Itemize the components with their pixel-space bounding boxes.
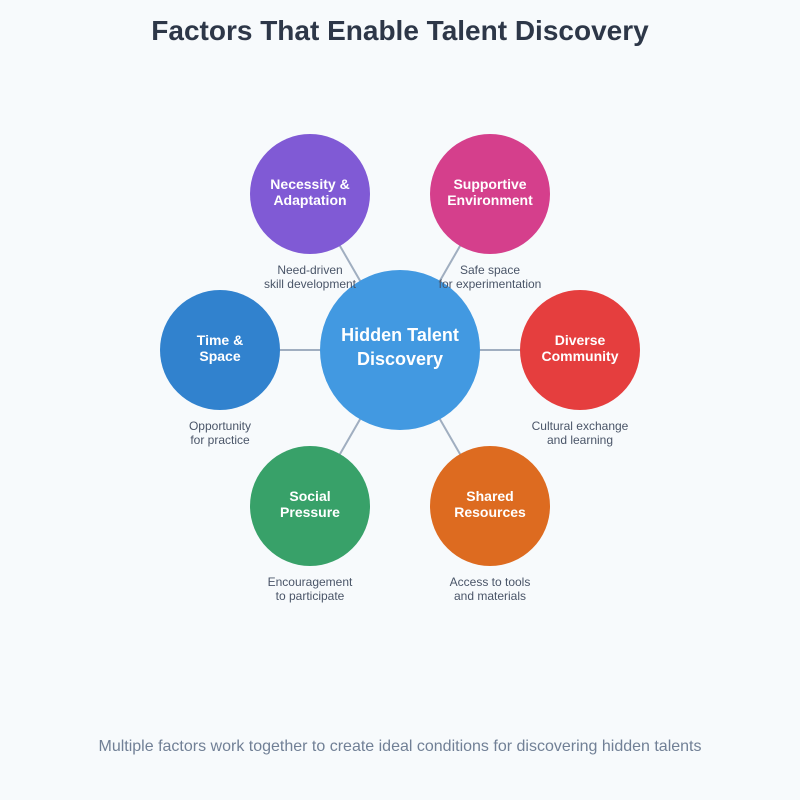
factor-description: and learning <box>547 433 613 447</box>
factor-description: for practice <box>190 433 250 447</box>
factor-label: Supportive <box>453 176 526 192</box>
factor-label: Environment <box>447 192 533 208</box>
factor-circle <box>430 446 550 566</box>
factor-description: to participate <box>276 589 345 603</box>
factor-description: Need-driven <box>277 263 342 277</box>
footer-caption: Multiple factors work together to create… <box>99 738 702 755</box>
factor-label: Time & <box>197 332 243 348</box>
factor-label: Space <box>199 348 240 364</box>
factor-label: Necessity & <box>270 176 349 192</box>
center-circle <box>320 270 480 430</box>
diagram-title: Factors That Enable Talent Discovery <box>151 15 649 46</box>
factor-label: Diverse <box>555 332 606 348</box>
factor-circle <box>520 290 640 410</box>
factor-description: Cultural exchange <box>532 419 629 433</box>
factor-label: Pressure <box>280 504 340 520</box>
center-label-line-1: Hidden Talent <box>341 325 459 345</box>
factor-description: Safe space <box>460 263 520 277</box>
factor-label: Shared <box>466 488 513 504</box>
factor-circle <box>160 290 280 410</box>
factor-label: Resources <box>454 504 526 520</box>
factor-label: Community <box>542 348 619 364</box>
factor-description: Encouragement <box>268 575 353 589</box>
factor-circle <box>250 134 370 254</box>
factor-description: and materials <box>454 589 526 603</box>
factor-description: for experimentation <box>439 277 542 291</box>
factor-circle <box>250 446 370 566</box>
factor-label: Social <box>289 488 330 504</box>
factor-description: skill development <box>264 277 357 291</box>
factor-circle <box>430 134 550 254</box>
center-node: Hidden Talent Discovery <box>320 270 480 430</box>
factor-description: Access to tools <box>450 575 531 589</box>
factor-label: Adaptation <box>273 192 346 208</box>
factor-description: Opportunity <box>189 419 251 433</box>
center-label-line-2: Discovery <box>357 349 443 369</box>
